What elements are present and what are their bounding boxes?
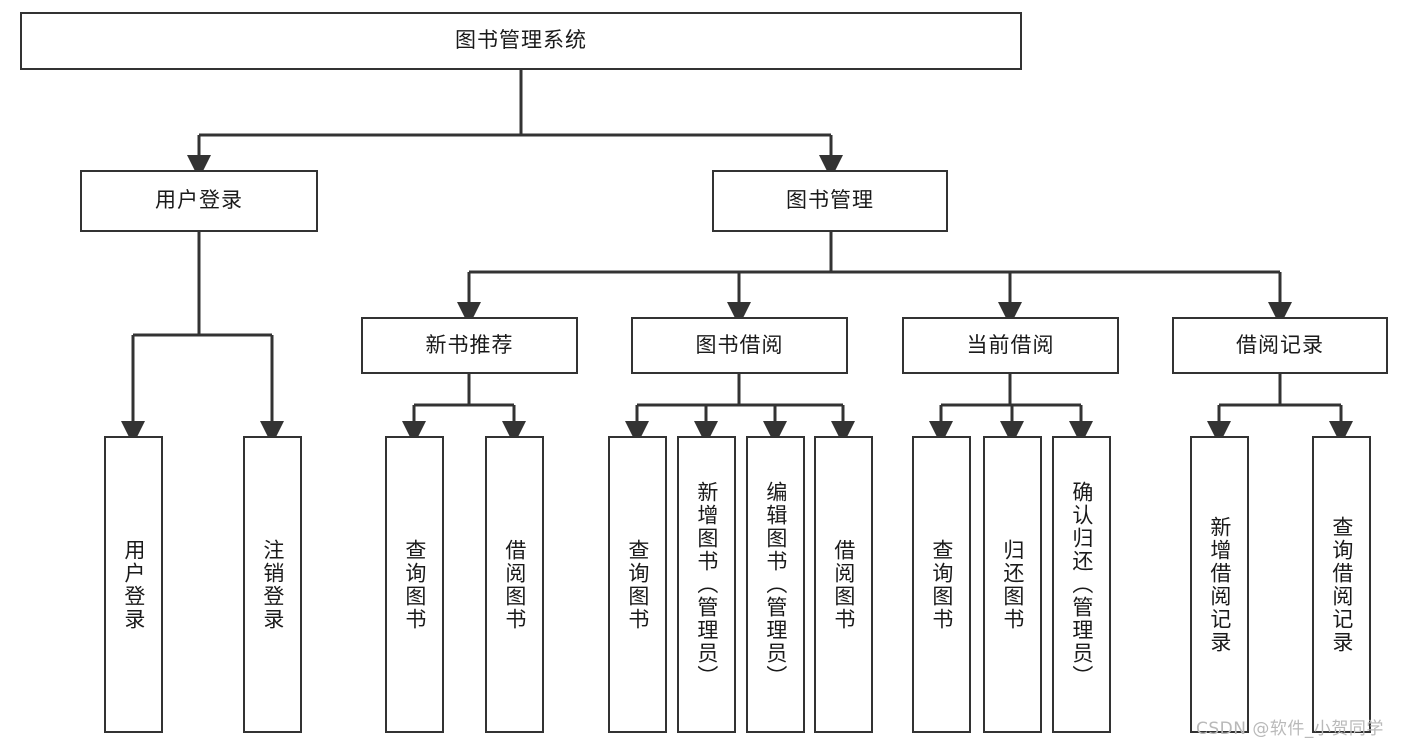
node-leaf-user-login-label: 用户登录 (121, 538, 146, 631)
node-book-manage[interactable]: 图书管理 (712, 170, 948, 232)
node-leaf-query-book[interactable]: 查询图书 (608, 436, 667, 733)
node-leaf-query-record[interactable]: 查询借阅记录 (1312, 436, 1371, 733)
node-leaf-query-book-label: 查询图书 (625, 538, 650, 631)
node-leaf-query-record-label: 查询借阅记录 (1329, 515, 1354, 654)
node-leaf-add-record[interactable]: 新增借阅记录 (1190, 436, 1249, 733)
node-book-borrow[interactable]: 图书借阅 (631, 317, 848, 374)
node-leaf-return-book[interactable]: 归还图书 (983, 436, 1042, 733)
node-leaf-edit-book-label: 编辑图书（管理员） (763, 481, 788, 688)
node-borrow-record-label: 借阅记录 (1236, 332, 1324, 357)
node-leaf-confirm-return[interactable]: 确认归还（管理员） (1052, 436, 1111, 733)
node-root-label: 图书管理系统 (455, 28, 587, 53)
node-leaf-query-book-rec[interactable]: 查询图书 (385, 436, 444, 733)
node-book-borrow-label: 图书借阅 (695, 332, 784, 357)
node-leaf-borrow-book[interactable]: 借阅图书 (814, 436, 873, 733)
node-current-borrow-label: 当前借阅 (966, 332, 1055, 357)
node-leaf-logout-label: 注销登录 (260, 538, 285, 631)
node-leaf-logout[interactable]: 注销登录 (243, 436, 302, 733)
node-user-login[interactable]: 用户登录 (80, 170, 318, 232)
node-leaf-query-book-cur[interactable]: 查询图书 (912, 436, 971, 733)
node-new-book-rec[interactable]: 新书推荐 (361, 317, 578, 374)
node-leaf-query-book-rec-label: 查询图书 (402, 538, 427, 631)
node-user-login-label: 用户登录 (155, 188, 243, 213)
node-leaf-borrow-book-rec-label: 借阅图书 (502, 538, 527, 631)
node-leaf-user-login[interactable]: 用户登录 (104, 436, 163, 733)
node-leaf-add-book-label: 新增图书（管理员） (694, 481, 719, 688)
node-borrow-record[interactable]: 借阅记录 (1172, 317, 1388, 374)
node-root[interactable]: 图书管理系统 (20, 12, 1022, 70)
node-leaf-borrow-book-rec[interactable]: 借阅图书 (485, 436, 544, 733)
node-leaf-confirm-return-label: 确认归还（管理员） (1069, 481, 1094, 688)
node-current-borrow[interactable]: 当前借阅 (902, 317, 1119, 374)
node-leaf-return-book-label: 归还图书 (1000, 538, 1025, 631)
node-leaf-add-book[interactable]: 新增图书（管理员） (677, 436, 736, 733)
node-book-manage-label: 图书管理 (786, 188, 874, 213)
node-leaf-borrow-book-label: 借阅图书 (831, 538, 856, 631)
node-leaf-query-book-cur-label: 查询图书 (929, 538, 954, 631)
node-leaf-edit-book[interactable]: 编辑图书（管理员） (746, 436, 805, 733)
node-leaf-add-record-label: 新增借阅记录 (1207, 515, 1232, 654)
node-new-book-rec-label: 新书推荐 (425, 332, 514, 357)
